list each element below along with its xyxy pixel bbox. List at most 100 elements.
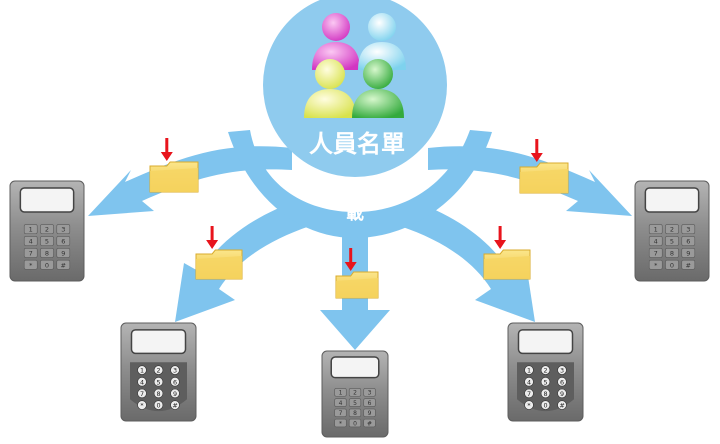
keypad-key: 8 xyxy=(153,388,164,399)
keypad-key: 9 xyxy=(363,408,376,417)
keypad-key-label: 6 xyxy=(560,378,564,386)
keypad-key: 1 xyxy=(23,224,38,234)
keypad-key: # xyxy=(56,259,71,270)
keypad-key: 1 xyxy=(137,365,147,375)
keypad-key: 8 xyxy=(40,248,54,258)
keypad-key-label: 8 xyxy=(543,390,547,398)
keypad-key: 7 xyxy=(334,408,347,417)
keypad-key: 3 xyxy=(170,365,180,375)
keypad-key-label: 8 xyxy=(45,249,49,257)
keypad-key: * xyxy=(334,418,347,427)
keypad-key-label: 9 xyxy=(368,410,372,417)
keypad-key-label: 0 xyxy=(353,420,357,427)
keypad-key-label: 6 xyxy=(173,378,177,386)
device-screen xyxy=(130,329,187,355)
keypad-key-label: 5 xyxy=(353,400,357,407)
keypad-key-label: 0 xyxy=(670,261,674,269)
keypad-key-label: * xyxy=(140,402,143,410)
keypad-key-label: 4 xyxy=(527,378,531,386)
keypad-key-label: * xyxy=(339,420,342,427)
keypad-key-label: 8 xyxy=(670,249,674,257)
arrow-inner-right xyxy=(400,200,535,322)
keypad-key: 4 xyxy=(137,377,147,387)
keypad-key-label: 2 xyxy=(543,367,547,375)
folder-icon xyxy=(519,162,569,194)
keypad-key: 2 xyxy=(540,365,551,375)
keypad-key-label: 6 xyxy=(61,238,65,246)
keypad-key-label: 0 xyxy=(156,402,160,410)
keypad-key: 8 xyxy=(348,408,362,417)
keypad-key-label: 4 xyxy=(339,400,343,407)
download-arrow-icon xyxy=(160,138,173,161)
keypad-key: 8 xyxy=(665,248,679,258)
keypad-key: 2 xyxy=(153,365,164,375)
keypad-key: 1 xyxy=(524,365,534,375)
keypad-key: 9 xyxy=(681,248,696,258)
keypad-key-label: 9 xyxy=(686,249,690,257)
keypad-key-label: 4 xyxy=(654,238,658,246)
keypad-key-label: 1 xyxy=(527,367,531,375)
person-green-icon xyxy=(352,59,404,118)
keypad-key-label: # xyxy=(61,261,66,269)
keypad-key: # xyxy=(557,400,567,410)
keypad-key: 6 xyxy=(170,377,180,387)
keypad-key: 5 xyxy=(665,236,679,246)
download-label-char-2: 載 xyxy=(346,202,364,224)
keypad-key: 3 xyxy=(56,224,71,234)
folder-icon xyxy=(149,161,199,193)
keypad-key: 1 xyxy=(334,388,347,397)
keypad-key: 7 xyxy=(23,248,38,258)
keypad-key: 4 xyxy=(648,236,663,246)
keypad-key: 2 xyxy=(348,388,362,397)
keypad-key-label: 2 xyxy=(156,367,160,375)
keypad-key-label: 9 xyxy=(173,390,177,398)
keypad-key: * xyxy=(524,400,534,410)
keypad-key: 9 xyxy=(170,388,180,399)
download-arrow-icon xyxy=(206,226,219,249)
download-label: 下 載 xyxy=(346,180,364,224)
keypad-key: 9 xyxy=(56,248,71,258)
keypad-key-label: 7 xyxy=(140,390,144,398)
keypad-key-label: 1 xyxy=(140,367,144,375)
keypad-key: 8 xyxy=(540,388,551,399)
device-screen xyxy=(644,187,700,213)
keypad-key-label: 3 xyxy=(173,367,177,375)
keypad-key: 6 xyxy=(363,398,376,407)
keypad-key: 6 xyxy=(557,377,567,387)
keypad-key-label: 7 xyxy=(527,390,531,398)
keypad-key: 7 xyxy=(524,388,534,399)
keypad-key: 3 xyxy=(363,388,376,397)
personnel-hub: 人員名單 xyxy=(263,0,447,177)
hub-circle xyxy=(263,0,447,177)
keypad-key: 5 xyxy=(40,236,54,246)
keypad-key-label: * xyxy=(527,402,530,410)
keypad-key: 1 xyxy=(648,224,663,234)
keypad-key-label: 5 xyxy=(156,378,160,386)
device-screen xyxy=(517,329,574,355)
keypad-key-label: 3 xyxy=(686,226,690,234)
download-arrow-icon xyxy=(344,248,357,271)
keypad-key-label: 4 xyxy=(140,378,144,386)
keypad-key: 0 xyxy=(665,259,679,270)
keypad-key: * xyxy=(137,400,147,410)
keypad-key: 5 xyxy=(153,377,164,387)
keypad-key-label: 1 xyxy=(339,390,343,397)
keypad-key-label: 3 xyxy=(61,226,65,234)
keypad-key: 0 xyxy=(40,259,54,270)
keypad-key: 9 xyxy=(557,388,567,399)
keypad-key: 5 xyxy=(348,398,362,407)
keypad-key-label: * xyxy=(29,261,33,269)
keypad-key: 4 xyxy=(334,398,347,407)
folder-icon xyxy=(335,271,379,299)
keypad-key: 6 xyxy=(56,236,71,246)
person-yellow-icon xyxy=(304,59,356,118)
keypad-key: 0 xyxy=(153,400,164,410)
keypad-key-label: 3 xyxy=(368,390,372,397)
